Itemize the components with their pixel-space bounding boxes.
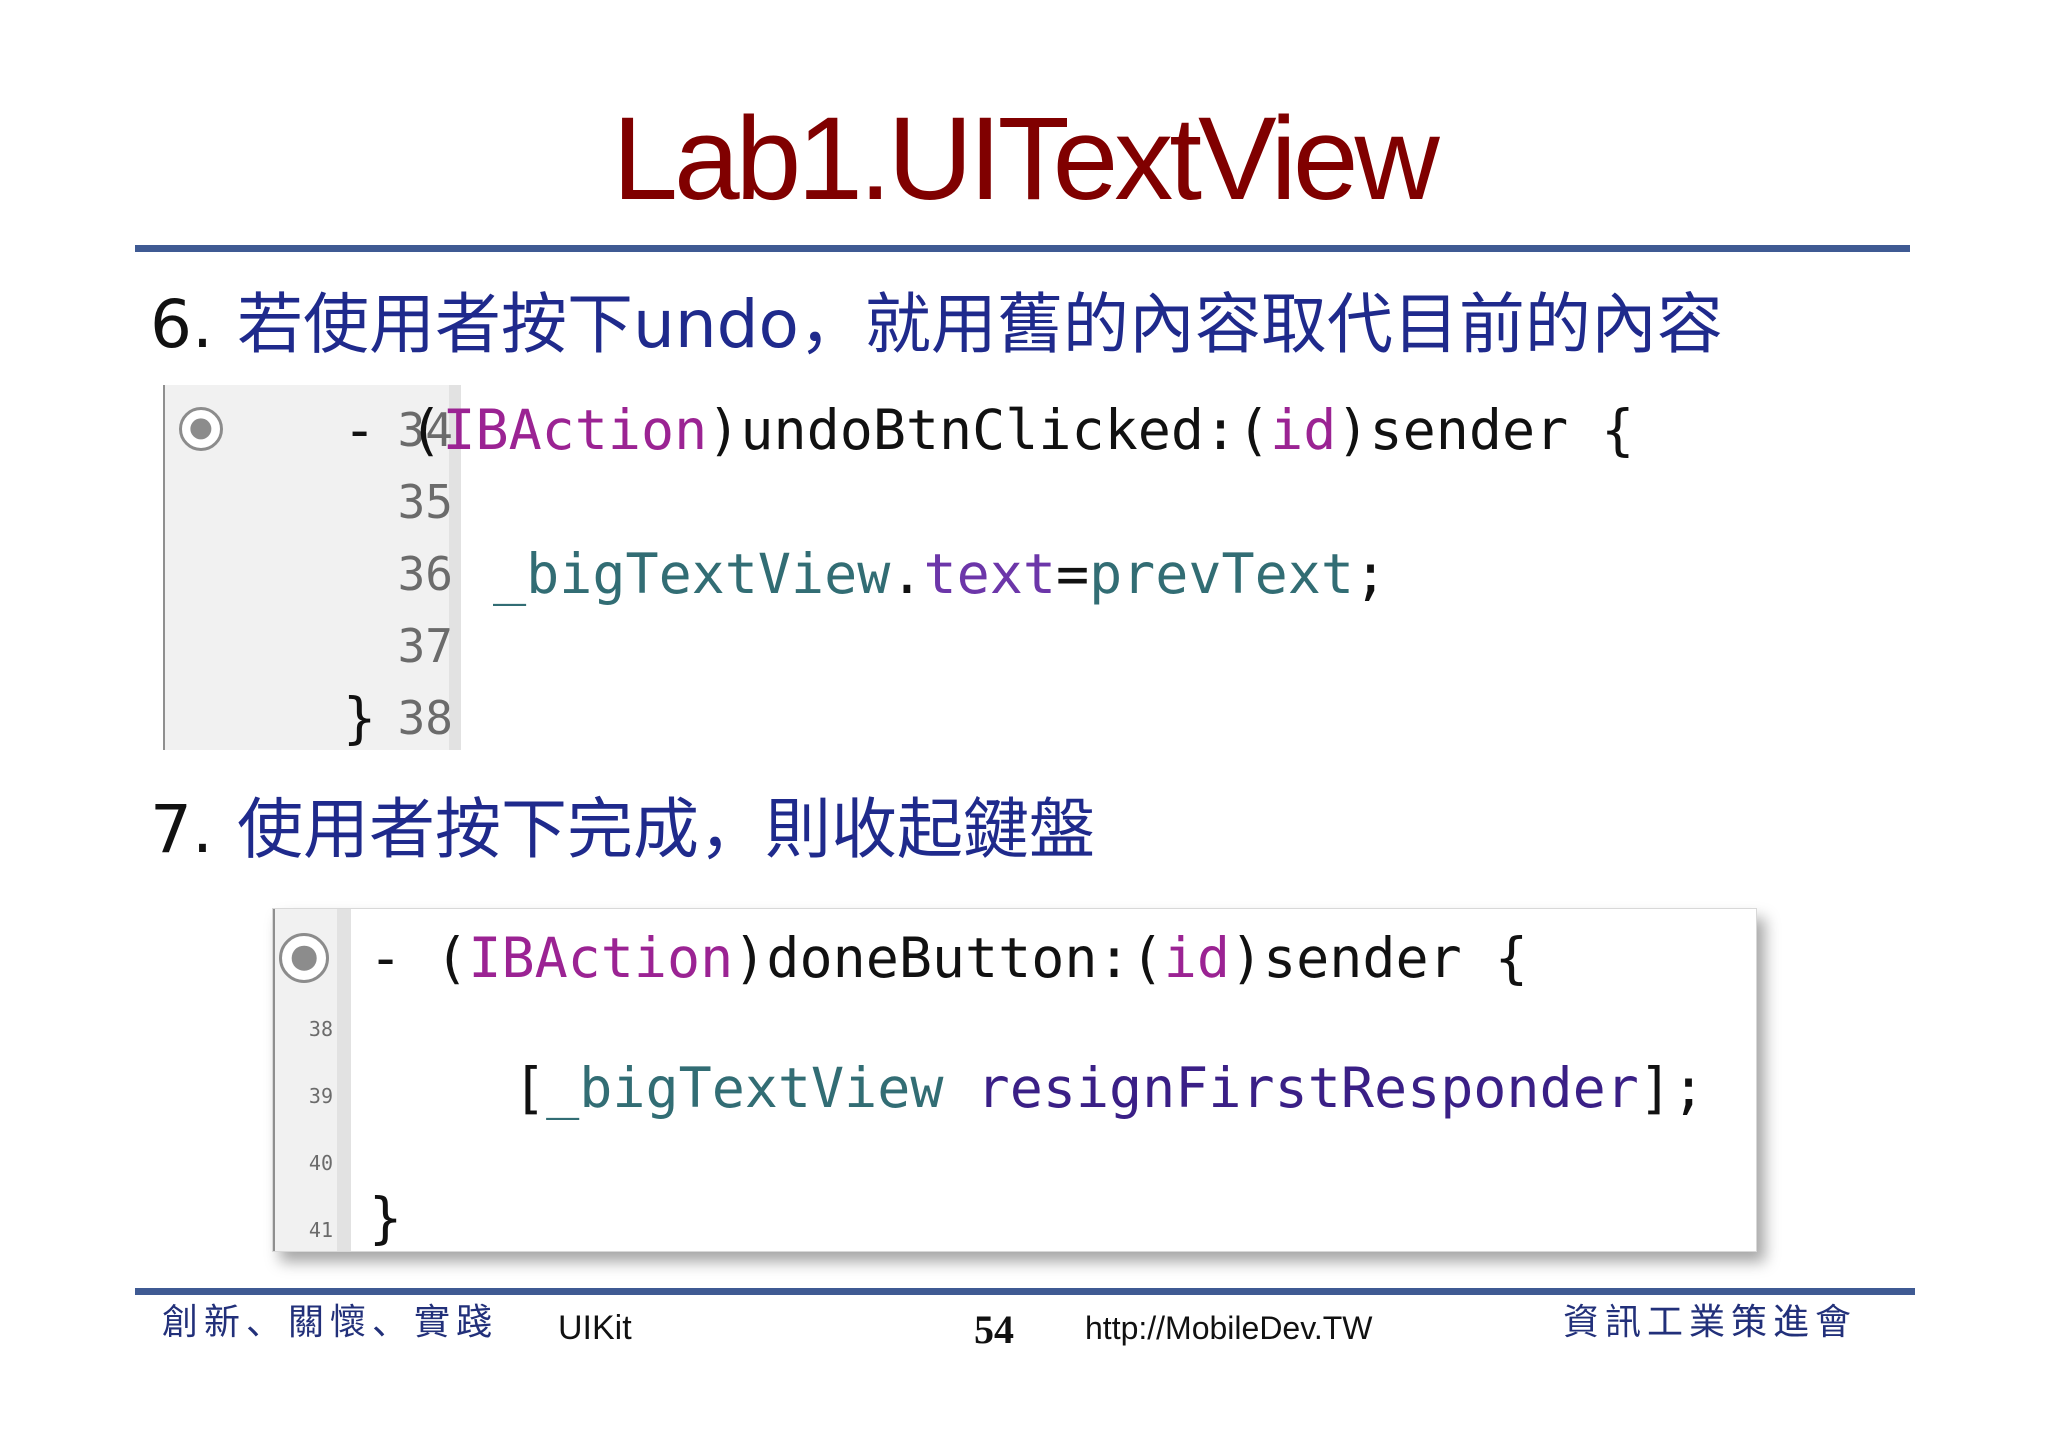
title-divider: [135, 245, 1910, 252]
line-number: 36: [397, 547, 453, 601]
code-token-id: id: [1163, 926, 1230, 990]
code-line: _bigTextView.text=prevText;: [493, 543, 1387, 605]
code-token: =: [1055, 542, 1090, 606]
code-token-type: IBAction: [442, 398, 708, 462]
code-token: ];: [1638, 1056, 1706, 1120]
gutter-edge: [163, 385, 165, 750]
code-token-var: prevText: [1089, 542, 1354, 606]
code-token: )sender {: [1336, 398, 1635, 462]
step-6: 6.若使用者按下undo，就用舊的內容取代目前的內容: [150, 292, 1723, 358]
code-token-type: IBAction: [468, 926, 734, 990]
step-7-text: 使用者按下完成，則收起鍵盤: [236, 791, 1095, 868]
gutter-separator: [449, 385, 461, 750]
gutter-edge: [273, 909, 275, 1251]
code-token-ivar: _bigTextView: [546, 1056, 944, 1120]
step-7: 7.使用者按下完成，則收起鍵盤: [150, 797, 1095, 863]
footer-divider: [135, 1288, 1915, 1295]
code-token: - (: [369, 926, 469, 990]
code-line: }: [343, 686, 377, 750]
step-6-number: 6.: [150, 286, 213, 363]
line-number: 35: [397, 475, 453, 529]
line-number: 34: [397, 403, 453, 457]
breakpoint-icon[interactable]: [279, 933, 329, 983]
code-token-method: )undoBtnClicked:(: [707, 398, 1271, 462]
code-token-method: resignFirstResponder: [976, 1056, 1639, 1120]
footer-url: http://MobileDev.TW: [1085, 1310, 1373, 1346]
code-token: - (: [343, 398, 443, 462]
line-number: 38: [397, 691, 453, 745]
line-number: 41: [308, 1218, 333, 1242]
code-token: )sender {: [1229, 926, 1528, 990]
code-token-id: id: [1270, 398, 1337, 462]
breakpoint-icon[interactable]: [179, 407, 223, 451]
code-block-undo: 34 35 36 37 38 - (IBAction)undoBtnClicke…: [163, 385, 1813, 750]
line-number: 39: [308, 1084, 333, 1108]
step-7-number: 7.: [150, 791, 213, 868]
code-token: [: [513, 1056, 547, 1120]
footer-organization: 資訊工業策進會: [1563, 1302, 1858, 1343]
code-line: - (IBAction)undoBtnClicked:(id)sender {: [343, 399, 1634, 461]
step-6-text: 若使用者按下undo，就用舊的內容取代目前的內容: [236, 286, 1723, 363]
slide-title: Lab1.UITextView: [612, 93, 1439, 225]
line-number: 37: [397, 619, 453, 673]
code-block-done: 38 39 40 41 - (IBAction)doneButton:(id)s…: [272, 908, 1757, 1252]
gutter-separator: [337, 909, 351, 1251]
code-line: }: [369, 1186, 403, 1250]
footer-motto: 創新、關懷、實踐: [162, 1302, 499, 1343]
code-token: ;: [1353, 542, 1388, 606]
code-token-method: )doneButton:(: [733, 926, 1164, 990]
code-line: - (IBAction)doneButton:(id)sender {: [369, 927, 1528, 989]
page-number: 54: [974, 1307, 1014, 1352]
code-line: [_bigTextView resignFirstResponder];: [513, 1057, 1705, 1119]
code-token-ivar: _bigTextView: [493, 542, 891, 606]
code-token-property: text: [923, 542, 1056, 606]
code-token: .: [890, 542, 924, 606]
line-number: 40: [308, 1151, 333, 1175]
footer-topic: UIKit: [558, 1309, 632, 1347]
line-number: 38: [308, 1017, 333, 1041]
